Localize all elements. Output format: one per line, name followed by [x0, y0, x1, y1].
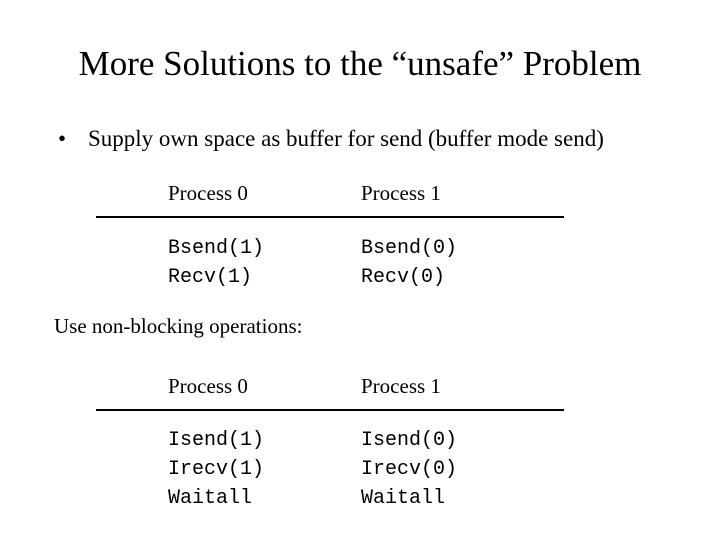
subheading: Use non-blocking operations: [54, 314, 303, 338]
bullet-text: Supply own space as buffer for send (buf… [88, 126, 604, 151]
table1-header-process1: Process 1 [361, 181, 441, 205]
table2-header-process1: Process 1 [361, 374, 441, 398]
table1-process0-code: Bsend(1) Recv(1) [168, 234, 264, 292]
table2-process0-code: Isend(1) Irecv(1) Waitall [168, 426, 264, 513]
bullet-marker: • [58, 126, 67, 151]
table2-process1-code: Isend(0) Irecv(0) Waitall [361, 426, 457, 513]
code-line: Isend(0) [361, 429, 458, 452]
code-line: Waitall [168, 487, 253, 510]
table1-process1-code: Bsend(0) Recv(0) [361, 234, 457, 292]
table1-header-process0: Process 0 [168, 181, 248, 205]
table2-header-process0: Process 0 [168, 374, 248, 398]
code-line: Irecv(0) [361, 458, 458, 481]
code-line: Waitall [361, 487, 446, 510]
code-line: Isend(1) [168, 429, 265, 452]
code-line: Recv(0) [361, 266, 446, 289]
bullet-item: • Supply own space as buffer for send (bu… [58, 124, 604, 154]
code-line: Recv(1) [168, 266, 253, 289]
table2-divider [96, 409, 564, 411]
slide-title: More Solutions to the “unsafe” Problem [78, 44, 642, 83]
code-line: Bsend(1) [168, 237, 265, 260]
table1-divider [96, 216, 564, 218]
code-line: Bsend(0) [361, 237, 458, 260]
code-line: Irecv(1) [168, 458, 265, 481]
